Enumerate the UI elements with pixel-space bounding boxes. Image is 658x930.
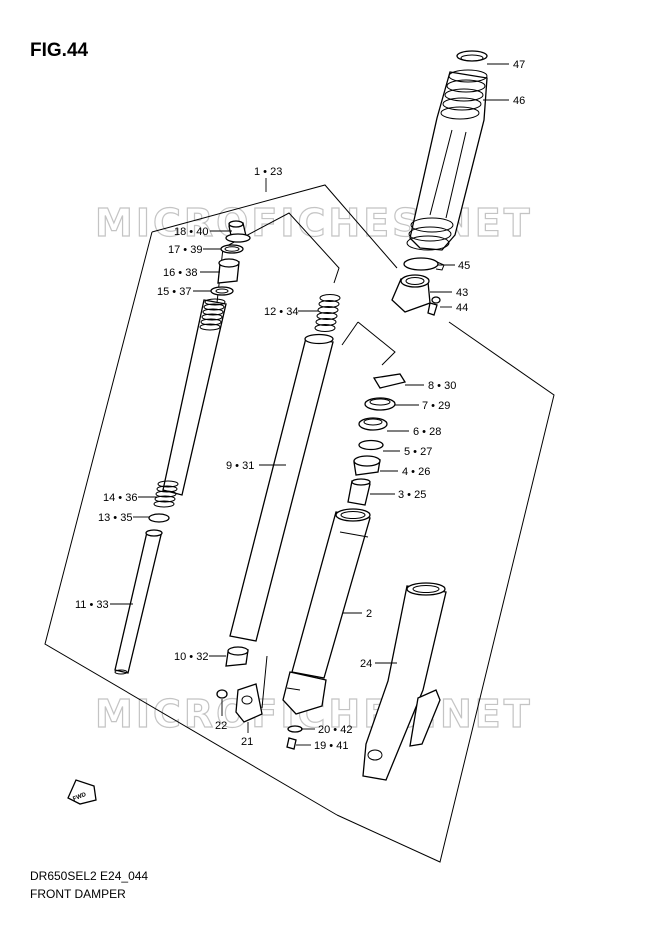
- callout-47: 47: [513, 59, 525, 71]
- callout-8-30: 8 • 30: [428, 380, 456, 392]
- callout-24: 24: [360, 658, 372, 670]
- part-15-washer: [210, 286, 234, 296]
- callout-14-36: 14 • 36: [103, 492, 137, 504]
- part-9-inner-tube: [229, 333, 334, 642]
- callout-21: 21: [241, 736, 253, 748]
- part-18-cap-bolt: [225, 220, 251, 243]
- callout-17-39: 17 • 39: [168, 244, 202, 256]
- part-6-oil-seal: [358, 417, 388, 431]
- part-13-ring: [148, 513, 170, 523]
- callout-44: 44: [456, 302, 468, 314]
- callout-3-25: 3 • 25: [398, 489, 426, 501]
- diagram-code: DR650SEL2 E24_044: [30, 869, 149, 883]
- part-8-dust-seal: [372, 373, 407, 389]
- part-5-washer: [358, 439, 384, 451]
- callout-19-41: 19 • 41: [314, 740, 348, 752]
- part-10-bushing: [225, 646, 249, 667]
- part-47-ring: [456, 50, 488, 62]
- callout-6-28: 6 • 28: [413, 426, 441, 438]
- part-16-spacer: [217, 258, 240, 284]
- part-7-seal: [364, 397, 396, 411]
- callout-7-29: 7 • 29: [422, 400, 450, 412]
- callout-10-32: 10 • 32: [174, 651, 208, 663]
- part-20-washer: [287, 725, 303, 733]
- part-45-boot-clamp: [403, 257, 445, 271]
- part-12-spring: [314, 294, 341, 332]
- callout-13-35: 13 • 35: [98, 512, 132, 524]
- fwd-direction-arrow[interactable]: FWD: [67, 779, 97, 805]
- figure-title: FIG.44: [30, 40, 89, 61]
- callout-4-26: 4 • 26: [402, 466, 430, 478]
- part-11-lower-rod: [114, 529, 163, 675]
- fwd-label: FWD: [72, 792, 88, 803]
- part-43-boot-collar: [391, 274, 431, 313]
- part-2-outer-tube: [282, 508, 371, 715]
- callout-1-23: 1 • 23: [254, 166, 282, 178]
- callout-9-31: 9 • 31: [226, 460, 254, 472]
- callout-43: 43: [456, 287, 468, 299]
- callout-15-37: 15 • 37: [157, 286, 191, 298]
- part-4-bushing: [353, 455, 381, 476]
- callout-45: 45: [458, 260, 470, 272]
- part-44-screw: [427, 296, 441, 316]
- callout-11-33: 11 • 33: [75, 599, 109, 611]
- callout-2: 2: [366, 608, 372, 620]
- part-17-o-ring: [220, 244, 244, 254]
- part-11-damper-rod: [153, 298, 227, 508]
- callout-16-38: 16 • 38: [163, 267, 197, 279]
- leader-lines: [110, 63, 509, 746]
- part-24-outer-tube: [362, 582, 447, 781]
- part-22-nut: [216, 689, 228, 699]
- part-3-bushing: [347, 478, 371, 506]
- callout-labels: 47 46 1 • 23 18 • 40 17 • 39 16 • 38 15 …: [75, 59, 525, 752]
- callout-18-40: 18 • 40: [174, 226, 208, 238]
- callout-5-27: 5 • 27: [404, 446, 432, 458]
- callout-22: 22: [215, 720, 227, 732]
- part-21-holder: [235, 683, 263, 723]
- diagram-name: FRONT DAMPER: [30, 887, 126, 901]
- part-19-bolt: [286, 737, 297, 750]
- assembly-frames: [44, 184, 555, 863]
- callout-12-34: 12 • 34: [264, 306, 298, 318]
- part-46-fork-boot: [406, 69, 488, 251]
- callout-46: 46: [513, 95, 525, 107]
- watermark-top: MICROFICHES.NET: [95, 201, 533, 245]
- callout-20-42: 20 • 42: [318, 724, 352, 736]
